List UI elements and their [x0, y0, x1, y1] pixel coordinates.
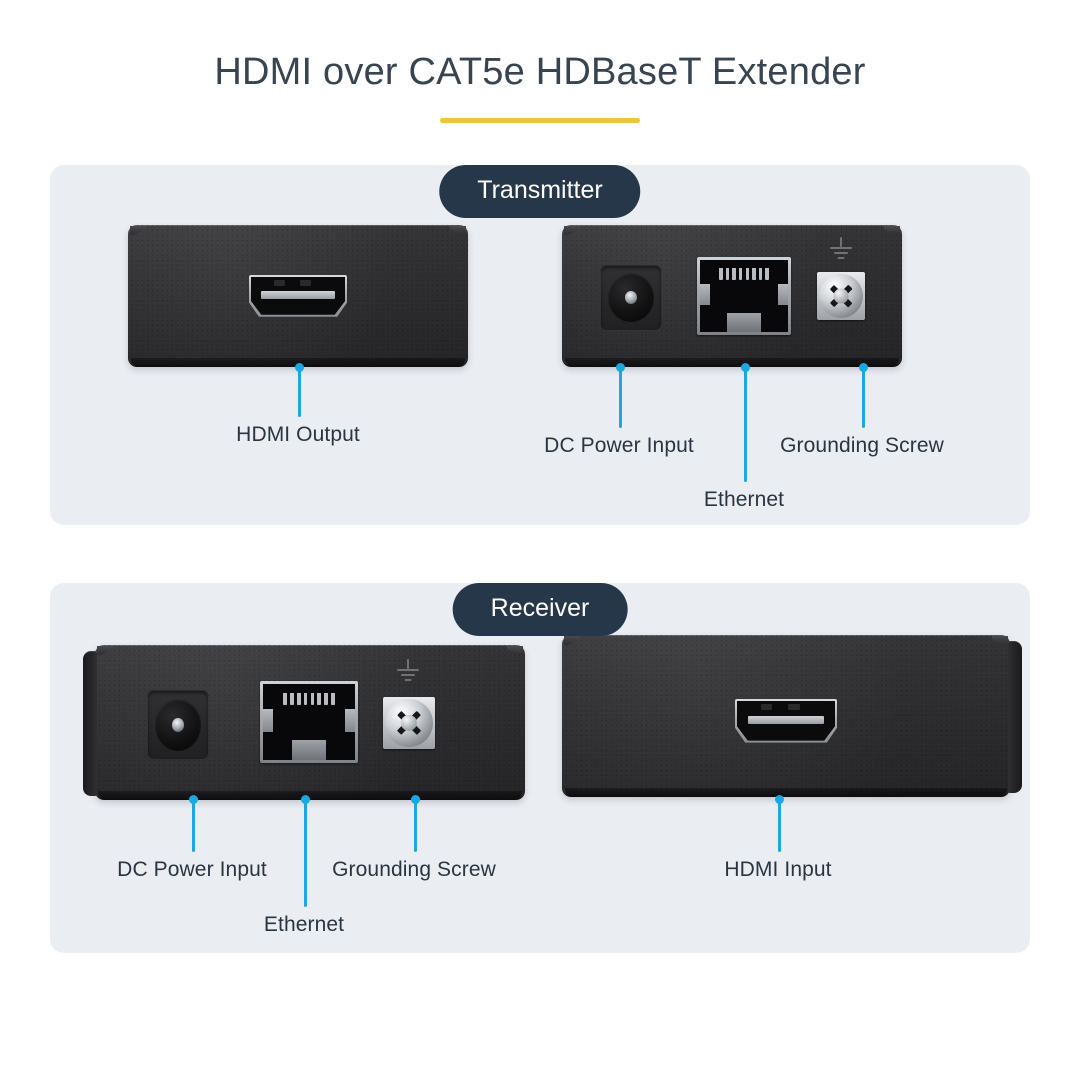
receiver-rear-panel — [83, 644, 525, 800]
callout-label-grounding-screw: Grounding Screw — [780, 433, 944, 457]
ethernet-cavity — [263, 683, 355, 760]
ethernet-port — [260, 680, 358, 763]
corner-bevel-right-icon — [884, 225, 900, 235]
corner-bevel-left-icon — [564, 225, 580, 235]
hdmi-input-tongue — [747, 715, 825, 724]
ethernet-clip-right — [778, 283, 788, 306]
hdmi-output-nub-right — [299, 279, 312, 286]
callout-label-hdmi-output: HDMI Output — [236, 422, 360, 446]
ethernet-port — [697, 256, 791, 335]
chassis-side-face-left — [83, 650, 97, 796]
dc-barrel-recess — [155, 698, 201, 751]
leader-line-dc-power-input — [192, 796, 195, 852]
leader-line-ethernet — [744, 364, 747, 482]
leader-line-ethernet — [304, 796, 307, 907]
hdmi-output-tongue — [261, 291, 335, 299]
hdmi-input-port — [735, 698, 837, 743]
title-accent-rule — [440, 117, 640, 123]
dc-center-pin — [625, 291, 637, 305]
dc-power-input-port — [147, 689, 209, 760]
receiver-badge: Receiver — [452, 582, 628, 636]
transmitter-stage: HDMI Output DC Power Input Ethernet Grou… — [50, 165, 1030, 525]
callout-label-grounding-screw: Grounding Screw — [332, 857, 496, 881]
callout-label-dc-power-input: DC Power Input — [544, 433, 694, 457]
callout-label-ethernet: Ethernet — [703, 487, 785, 511]
ethernet-contact-pins — [283, 692, 335, 706]
grounding-screw-port — [383, 696, 435, 749]
page-header: HDMI over CAT5e HDBaseT Extender — [0, 0, 1080, 123]
leader-line-hdmi-output — [298, 364, 301, 417]
transmitter-section: Transmitter — [0, 164, 1080, 525]
chassis-side-face-right — [1008, 640, 1022, 793]
corner-bevel-right-icon — [450, 225, 466, 235]
corner-bevel-right-icon — [507, 645, 523, 655]
grounding-screw-port — [817, 271, 865, 320]
callout-label-dc-power-input: DC Power Input — [117, 857, 267, 881]
receiver-stage: DC Power Input Ethernet Grounding Screw … — [50, 583, 1030, 953]
ground-symbol-icon — [395, 658, 421, 681]
ethernet-latch-notch — [727, 313, 761, 332]
ethernet-cavity — [700, 259, 788, 332]
receiver-card: DC Power Input Ethernet Grounding Screw … — [50, 582, 1030, 953]
ethernet-clip-left — [700, 283, 710, 306]
leader-line-dc-power-input — [619, 364, 622, 428]
callout-label-hdmi-input: HDMI Input — [724, 857, 832, 881]
corner-bevel-left-icon — [130, 225, 146, 235]
hdmi-input-nub-right — [787, 703, 800, 711]
transmitter-rear-panel — [562, 224, 902, 367]
grounding-screw-head — [385, 698, 433, 747]
ethernet-clip-left — [263, 708, 274, 732]
leader-line-grounding-screw — [862, 364, 865, 428]
transmitter-badge: Transmitter — [439, 164, 641, 218]
hdmi-input-cavity — [737, 700, 835, 741]
ethernet-contact-pins — [719, 268, 769, 280]
dc-center-pin — [172, 718, 184, 732]
callout-label-ethernet: Ethernet — [263, 912, 345, 936]
hdmi-output-nub-left — [273, 279, 285, 286]
hdmi-input-nub-left — [760, 703, 773, 711]
leader-line-hdmi-input — [778, 796, 781, 852]
page-title: HDMI over CAT5e HDBaseT Extender — [214, 51, 866, 93]
corner-bevel-right-icon — [992, 635, 1008, 645]
ethernet-clip-right — [344, 708, 355, 732]
ground-symbol-icon — [828, 236, 854, 259]
dc-power-input-port — [600, 264, 662, 331]
grounding-screw-head — [819, 273, 863, 318]
receiver-front-panel — [562, 634, 1022, 797]
hdmi-output-port — [249, 274, 347, 317]
hdmi-output-cavity — [251, 276, 345, 315]
transmitter-front-panel — [128, 224, 468, 367]
corner-bevel-left-icon — [564, 635, 580, 645]
dc-barrel-recess — [608, 273, 654, 323]
receiver-section: Receiver — [0, 582, 1080, 953]
transmitter-card: HDMI Output DC Power Input Ethernet Grou… — [50, 164, 1030, 525]
ethernet-latch-notch — [291, 740, 327, 760]
leader-line-grounding-screw — [414, 796, 417, 852]
corner-bevel-left-icon — [97, 645, 113, 655]
